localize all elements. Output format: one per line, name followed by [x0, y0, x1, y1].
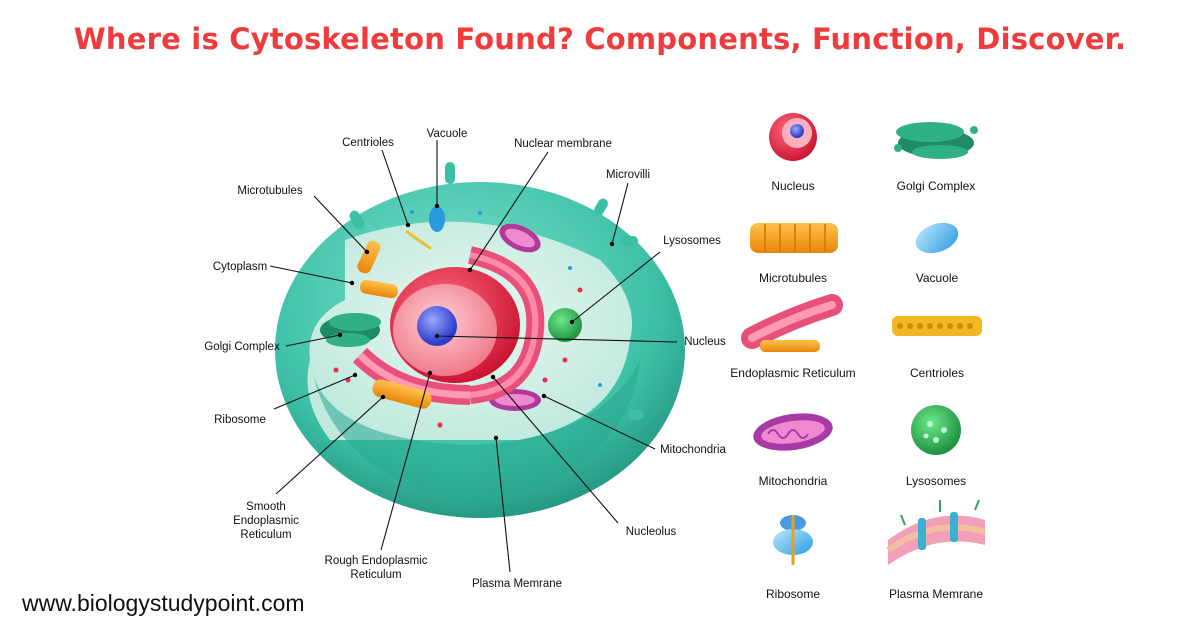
smooth-er	[372, 379, 432, 409]
page-title: Where is Cytoskeleton Found? Components,…	[73, 22, 1127, 56]
legend-label: Mitochondria	[759, 474, 828, 488]
label-golgi-complex: Golgi Complex	[204, 341, 280, 353]
label-microvilli: Microvilli	[606, 169, 650, 181]
legend-label: Nucleus	[771, 179, 814, 193]
legend-label: Lysosomes	[906, 474, 966, 488]
nucleolus	[417, 306, 457, 346]
label-microtubules: Microtubules	[237, 185, 302, 197]
vacuole-icon	[915, 222, 959, 254]
website-url[interactable]: www.biologystudypoint.com	[22, 590, 305, 616]
microtubule	[360, 279, 398, 299]
label-smooth-er-1: Smooth	[246, 501, 286, 513]
ribosome-dots	[333, 287, 583, 428]
cell-body	[275, 162, 685, 518]
centrioles-icon	[892, 316, 982, 336]
legend-label: Plasma Memrane	[889, 587, 983, 601]
nucleus	[390, 267, 520, 383]
organelle-legend: Nucleus Golgi Complex Microtubules Vacuo…	[730, 113, 986, 601]
legend-label: Ribosome	[766, 587, 820, 601]
label-ribosome: Ribosome	[214, 414, 266, 426]
label-smooth-er-2: Endoplasmic	[233, 515, 299, 527]
label-rough-er-2: Reticulum	[350, 569, 401, 581]
label-rough-er-1: Rough Endoplasmic	[325, 555, 428, 567]
ribosome-icon	[773, 515, 813, 565]
diagram-labels: Centrioles Vacuole Nuclear membrane Micr…	[204, 128, 726, 590]
label-lysosomes: Lysosomes	[663, 235, 721, 247]
golgi-icon	[894, 122, 978, 159]
vacuole	[429, 206, 445, 232]
label-smooth-er-3: Reticulum	[240, 529, 291, 541]
microtubule	[357, 240, 381, 274]
plasma-membrane-icon	[886, 499, 986, 565]
label-nuclear-membrane: Nuclear membrane	[514, 138, 612, 150]
label-vacuole: Vacuole	[427, 128, 468, 140]
legend-label: Vacuole	[916, 271, 959, 285]
microvilli-bumps	[349, 162, 666, 420]
legend-label: Microtubules	[759, 271, 827, 285]
label-nucleus: Nucleus	[684, 336, 726, 348]
label-mitochondria: Mitochondria	[660, 444, 726, 456]
microtubules-icon	[750, 223, 838, 253]
lysosome	[548, 308, 582, 342]
golgi-complex	[320, 313, 381, 347]
mitochondria-icon	[753, 413, 833, 451]
label-centrioles: Centrioles	[342, 137, 394, 149]
legend-label: Endoplasmic Reticulum	[730, 366, 855, 380]
label-nucleolus: Nucleolus	[626, 526, 677, 538]
er-icon	[741, 294, 843, 352]
leader-lines	[269, 140, 678, 573]
label-cytoplasm: Cytoplasm	[213, 261, 267, 273]
legend-label: Centrioles	[910, 366, 964, 380]
nucleus-icon	[769, 113, 817, 161]
label-plasma-membrane: Plasma Memrane	[472, 578, 562, 590]
legend-label: Golgi Complex	[897, 179, 976, 193]
lysosomes-icon	[911, 405, 961, 455]
